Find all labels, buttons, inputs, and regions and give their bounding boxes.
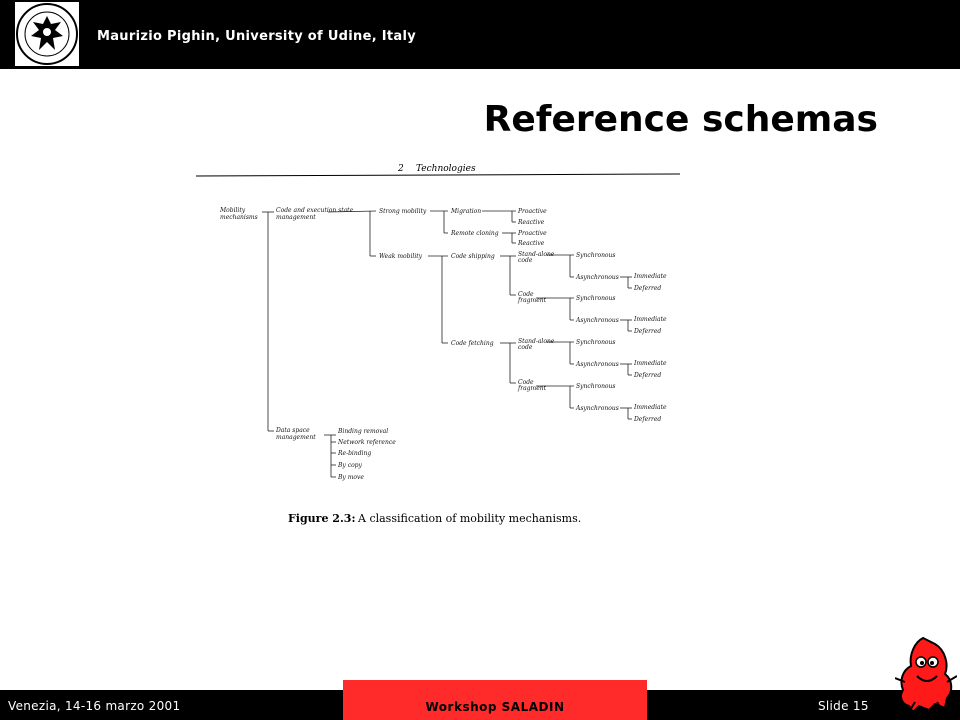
node-code-fetching: Code fetching bbox=[451, 340, 494, 347]
node-migration: Migration bbox=[450, 208, 481, 215]
node-proactive-2: Proactive bbox=[517, 230, 547, 237]
node-reactive-1: Reactive bbox=[517, 219, 545, 226]
node-immediate-4: Immediate bbox=[633, 404, 667, 411]
node-fragment-fetch-line2: fragment bbox=[517, 385, 547, 392]
node-synchronous-1: Synchronous bbox=[576, 252, 616, 259]
node-deferred-3: Deferred bbox=[633, 372, 661, 379]
node-code-exec-line1: Code and execution state bbox=[276, 207, 354, 214]
node-asynchronous-2: Asynchronous bbox=[575, 317, 619, 324]
node-standalone-ship-line2: code bbox=[518, 257, 533, 264]
node-proactive-1: Proactive bbox=[517, 208, 547, 215]
node-fragment-ship-line2: fragment bbox=[517, 297, 547, 304]
page-header-title: Technologies bbox=[416, 164, 476, 174]
slide-number: Slide 15 bbox=[818, 699, 869, 713]
node-root-line1: Mobility bbox=[219, 207, 246, 214]
node-immediate-2: Immediate bbox=[633, 316, 667, 323]
node-strong-mobility: Strong mobility bbox=[379, 208, 427, 215]
node-by-move: By move bbox=[337, 474, 364, 481]
slide-title: Reference schemas bbox=[483, 99, 878, 140]
node-synchronous-2: Synchronous bbox=[576, 295, 616, 302]
node-deferred-4: Deferred bbox=[633, 416, 661, 423]
node-immediate-3: Immediate bbox=[633, 360, 667, 367]
scanned-figure: 2 Technologies bbox=[190, 150, 690, 550]
node-binding-removal: Binding removal bbox=[337, 428, 388, 435]
figure-caption-text: A classification of mobility mechanisms. bbox=[357, 512, 581, 525]
node-data-space-line1: Data space bbox=[275, 427, 310, 434]
node-rebinding: Re-binding bbox=[337, 450, 371, 457]
red-mascot-icon bbox=[894, 632, 958, 714]
node-by-copy: By copy bbox=[337, 462, 363, 469]
node-immediate-1: Immediate bbox=[633, 273, 667, 280]
node-remote-cloning: Remote cloning bbox=[450, 230, 499, 237]
node-standalone-ship-line1: Stand-alone bbox=[518, 251, 555, 258]
page-header-number: 2 bbox=[397, 164, 404, 174]
mobility-classification-tree: 2 Technologies bbox=[195, 164, 681, 525]
workshop-name: Workshop SALADIN bbox=[425, 700, 565, 714]
node-asynchronous-4: Asynchronous bbox=[575, 405, 619, 412]
node-standalone-fetch-line2: code bbox=[518, 344, 533, 351]
node-fragment-ship-line1: Code bbox=[518, 291, 534, 298]
node-weak-mobility: Weak mobility bbox=[379, 253, 423, 260]
node-network-reference: Network reference bbox=[337, 439, 396, 446]
node-standalone-fetch-line1: Stand-alone bbox=[518, 338, 555, 345]
node-reactive-2: Reactive bbox=[517, 240, 545, 247]
node-asynchronous-3: Asynchronous bbox=[575, 361, 619, 368]
venue-date: Venezia, 14-16 marzo 2001 bbox=[8, 699, 181, 713]
university-seal-logo bbox=[15, 2, 79, 66]
node-code-exec-line2: management bbox=[276, 214, 316, 221]
node-deferred-2: Deferred bbox=[633, 328, 661, 335]
node-synchronous-4: Synchronous bbox=[576, 383, 616, 390]
author-affiliation: Maurizio Pighin, University of Udine, It… bbox=[97, 29, 417, 44]
figure-caption-label: Figure 2.3: bbox=[288, 512, 356, 525]
node-root-line2: mechanisms bbox=[220, 214, 258, 221]
footer-accent-block bbox=[343, 680, 647, 720]
node-code-shipping: Code shipping bbox=[451, 253, 495, 260]
node-deferred-1: Deferred bbox=[633, 285, 661, 292]
slide-header: Maurizio Pighin, University of Udine, It… bbox=[0, 0, 960, 69]
node-asynchronous-1: Asynchronous bbox=[575, 274, 619, 281]
node-fragment-fetch-line1: Code bbox=[518, 379, 534, 386]
node-data-space-line2: management bbox=[276, 434, 316, 441]
node-synchronous-3: Synchronous bbox=[576, 339, 616, 346]
